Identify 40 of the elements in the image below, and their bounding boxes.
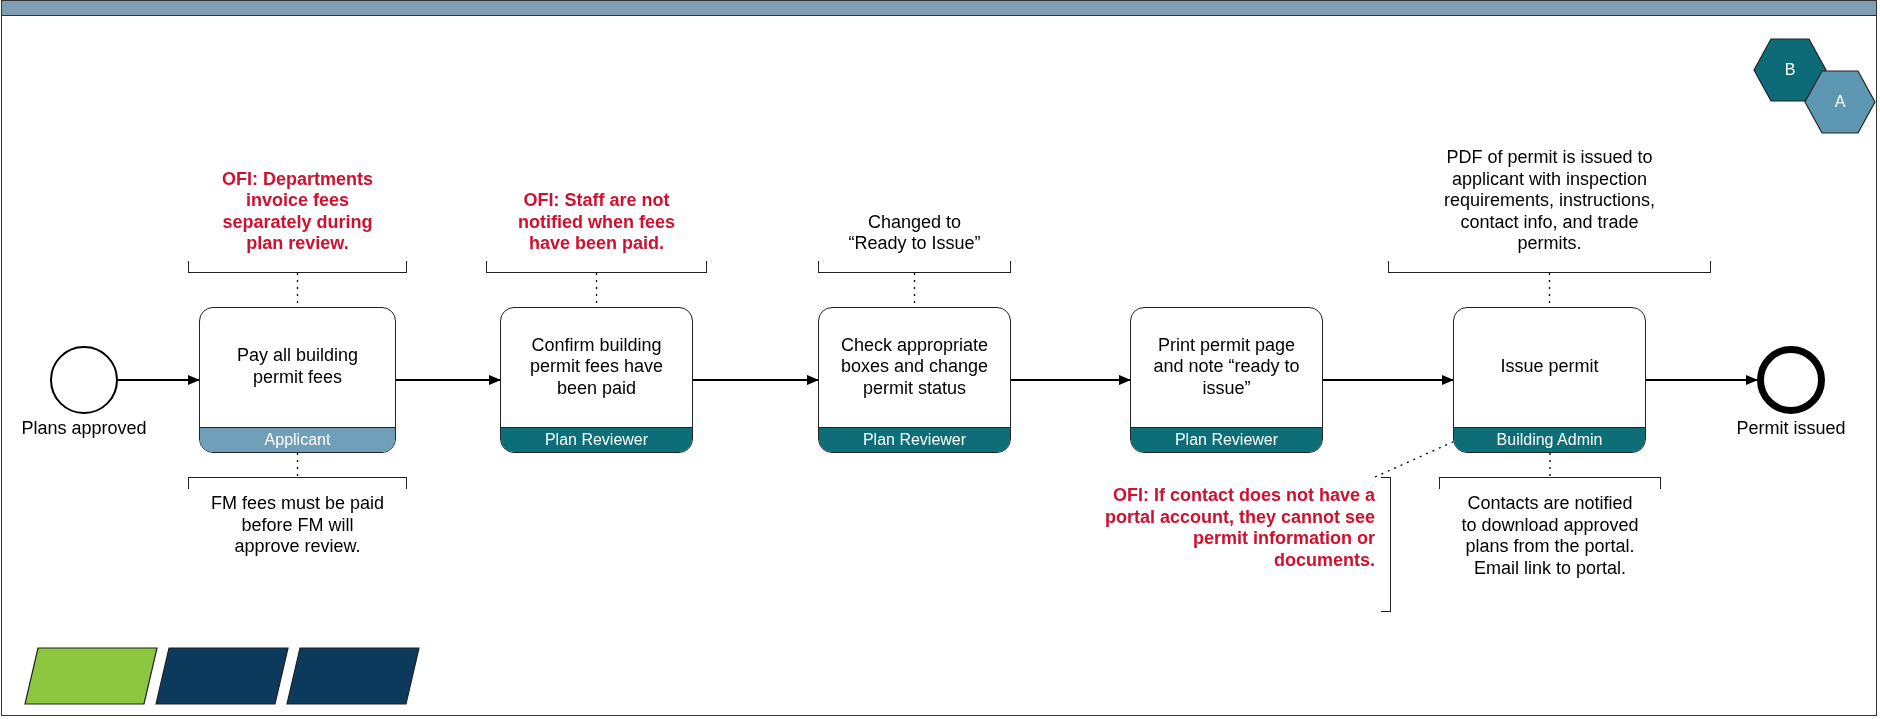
parallelogram-shape: [286, 647, 420, 705]
sequence-arrow: [1645, 375, 1758, 385]
annotation-text: OFI: Departments invoice fees separately during plan review.: [221, 168, 374, 255]
task-box: [818, 307, 1011, 453]
sequence-arrow: [692, 375, 819, 385]
role-label: Applicant: [200, 427, 395, 452]
sequence-arrow: [1322, 375, 1454, 385]
text-annotation: [818, 212, 1011, 273]
sequence-arrow: [395, 375, 501, 385]
annotation-text: OFI: If contact does not have a portal account, they cannot see permit information or documents.: [1103, 485, 1375, 572]
annotation-text: Contacts are notified to download approved plans from the portal. Email link to portal.: [1460, 493, 1640, 580]
parallelogram-shape: [24, 647, 158, 705]
role-label: Plan Reviewer: [819, 427, 1010, 452]
association-line: [296, 452, 299, 478]
event-label: Permit issued: [1735, 418, 1847, 440]
role-label: Building Admin: [1454, 427, 1645, 452]
sequence-arrow: [1010, 375, 1131, 385]
task-box: [500, 307, 693, 453]
event-label: Plans approved: [20, 418, 148, 440]
role-label: Plan Reviewer: [501, 427, 692, 452]
task-box: [199, 307, 396, 453]
task-label: Print permit page and note “ready to issue”: [1152, 333, 1301, 400]
badge-letter: A: [1833, 92, 1847, 112]
task-label: Pay all building permit fees: [235, 344, 360, 389]
task-label: Confirm building permit fees have been paid: [528, 333, 665, 400]
annotation-text: OFI: Staff are not notified when fees have been paid.: [517, 190, 676, 255]
annotation-text: Changed to “Ready to Issue”: [848, 211, 981, 255]
task-label: Check appropriate boxes and change permit status: [839, 333, 990, 400]
annotation-text: PDF of permit is issued to applicant with inspection requirements, instructions, contact info, and trade permits.: [1442, 147, 1657, 255]
hexagon-badge: [1804, 70, 1876, 134]
hexagon-badge: [1753, 38, 1827, 102]
task-box: [1453, 307, 1646, 453]
badge-letter: B: [1783, 60, 1797, 80]
role-label: Plan Reviewer: [1131, 427, 1322, 452]
sequence-arrow: [117, 375, 200, 385]
task-box: [1130, 307, 1323, 453]
parallelogram-shape: [155, 647, 289, 705]
annotation-text: FM fees must be paid before FM will approve review.: [210, 493, 385, 558]
task-label: Issue permit: [1499, 355, 1600, 379]
association-line: [1549, 452, 1551, 478]
